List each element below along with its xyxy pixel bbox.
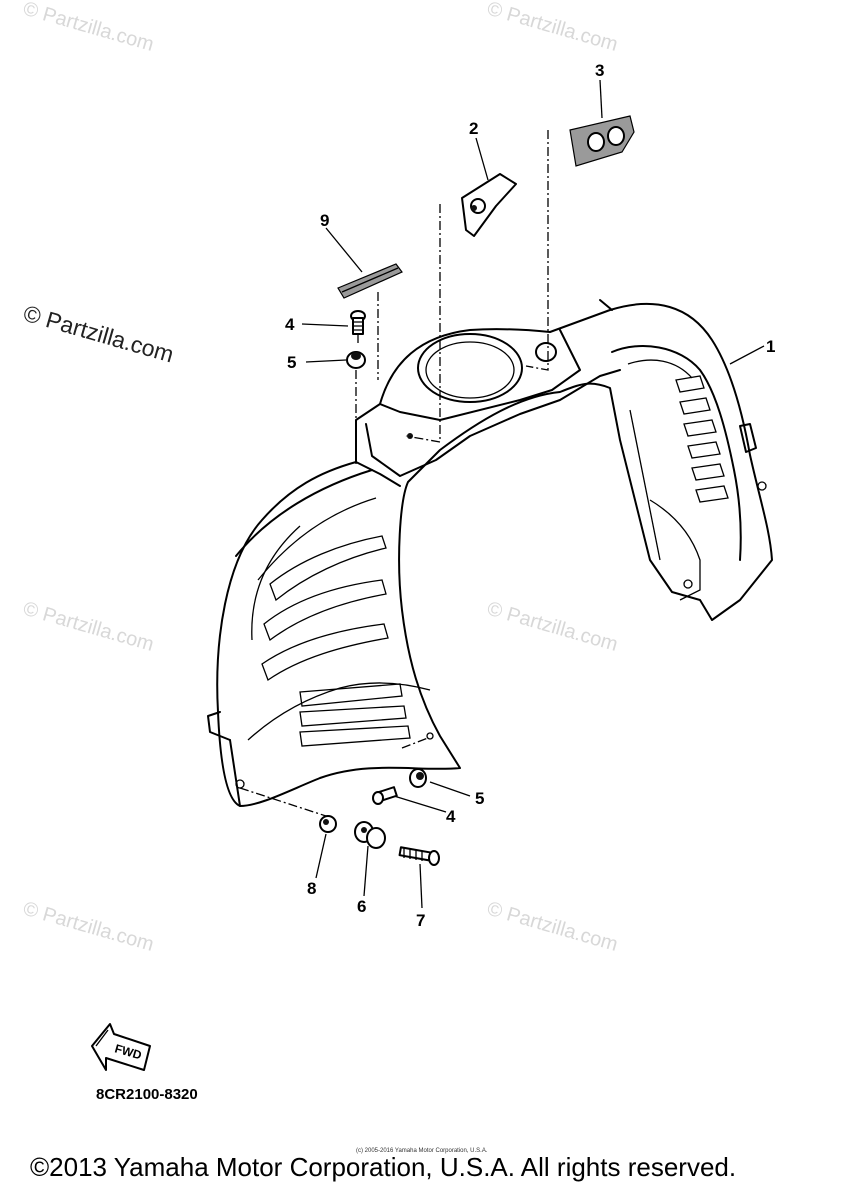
copyright-notice: ©2013 Yamaha Motor Corporation, U.S.A. A…: [30, 1152, 737, 1182]
watermark-top-left: © Partzilla.com: [21, 0, 157, 56]
part-5-nut-bottom: [409, 768, 427, 788]
fwd-arrow-icon: FWD: [91, 1023, 151, 1071]
callout-5-top: 5: [287, 353, 296, 372]
callout-1: 1: [766, 337, 775, 356]
callout-numbers: 1 2 3 4 5 5 4 6 7 8 9: [285, 61, 775, 930]
callout-2: 2: [469, 119, 478, 138]
part-4-screw-top: [350, 310, 366, 335]
callout-3: 3: [595, 61, 604, 80]
callout-7: 7: [416, 911, 425, 930]
watermark-top-right: © Partzilla.com: [485, 0, 621, 56]
callout-5-bottom: 5: [475, 789, 484, 808]
part-7-bolt: [398, 846, 440, 866]
part-9-strip: [337, 263, 403, 299]
callout-6: 6: [357, 897, 366, 916]
callout-4-bottom: 4: [446, 807, 456, 826]
part-8-washer: [319, 815, 337, 833]
leader-lines: [301, 79, 765, 909]
part-4-screw-bottom: [372, 786, 398, 805]
part-1-inner-cowling: [207, 299, 773, 807]
diagram-part-code: 8CR2100-8320: [96, 1086, 198, 1103]
callout-4-top: 4: [285, 315, 295, 334]
part-6-grommet: [354, 821, 386, 849]
watermark-bottom-left: © Partzilla.com: [21, 898, 157, 956]
assembly-lines: [239, 130, 549, 817]
watermark-mid-right: © Partzilla.com: [485, 598, 621, 656]
callout-9: 9: [320, 211, 329, 230]
watermark-prominent: © Partzilla.com: [21, 300, 177, 368]
part-2-bracket: [461, 173, 517, 237]
watermark-bottom-right: © Partzilla.com: [485, 898, 621, 956]
part-5-nut-top: [346, 351, 366, 369]
watermark-mid-left: © Partzilla.com: [21, 598, 157, 656]
part-3-gasket: [569, 115, 635, 167]
small-copyright-text: (c) 2005-2016 Yamaha Motor Corporation, …: [356, 1148, 488, 1154]
callout-8: 8: [307, 879, 316, 898]
